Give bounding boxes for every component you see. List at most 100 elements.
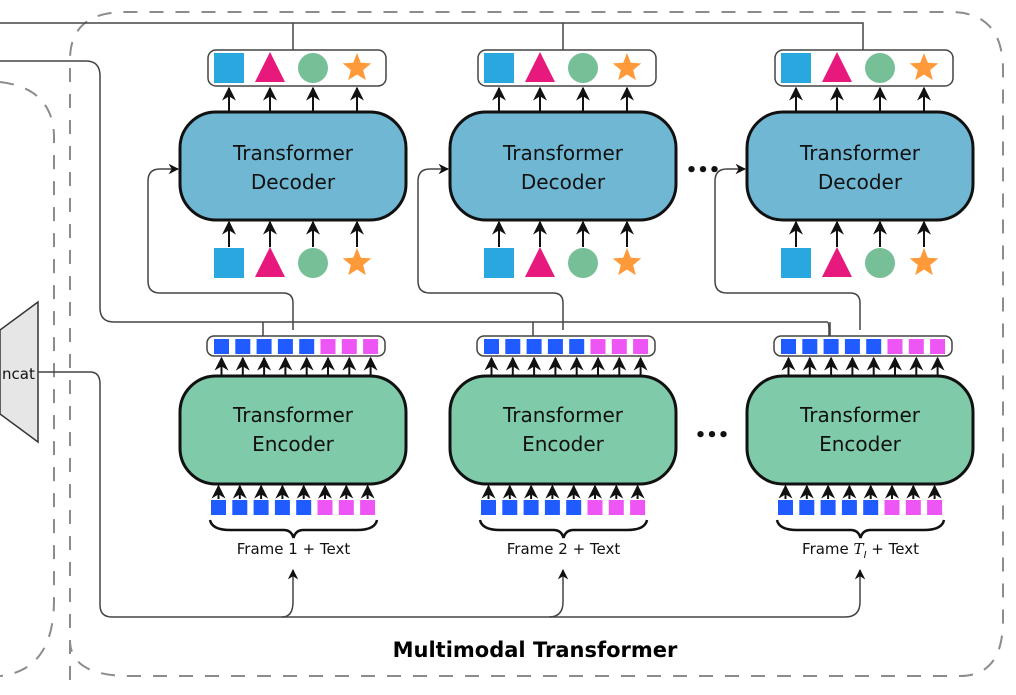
input-visual-token	[232, 500, 248, 515]
query-circle-icon	[865, 53, 895, 83]
query-triangle-icon	[822, 247, 852, 277]
encoder-label-line1: Transformer	[502, 403, 624, 427]
frame-label: Frame 1 + Text	[237, 540, 351, 558]
input-text-token	[884, 500, 900, 515]
frame-brace	[208, 519, 379, 539]
output-bus-line	[0, 22, 864, 50]
encoder-output-tokens-box	[476, 335, 656, 357]
visual-token	[802, 339, 818, 354]
transformer-decoder-box	[448, 110, 678, 222]
column-2: TransformerDecoderTransformerEncoderFram…	[417, 49, 678, 558]
input-visual-token	[253, 500, 269, 515]
text-token	[590, 339, 606, 354]
query-triangle-icon	[822, 52, 852, 82]
encoder-label-line2: Encoder	[522, 432, 605, 456]
column-1: TransformerDecoderTransformerEncoderFram…	[147, 49, 408, 558]
visual-token	[844, 339, 860, 354]
input-text-token	[317, 500, 333, 515]
visual-token	[277, 339, 293, 354]
frame-label: Frame 2 + Text	[507, 540, 621, 558]
input-visual-token	[841, 500, 857, 515]
input-visual-token	[274, 500, 290, 515]
query-square-icon	[214, 248, 244, 278]
frame-brace	[478, 519, 649, 539]
query-star-icon	[612, 53, 642, 81]
text-token	[930, 339, 946, 354]
transformer-decoder-box	[178, 110, 408, 222]
visual-token	[823, 339, 839, 354]
memory-arrow	[147, 163, 294, 330]
visual-token	[484, 339, 499, 354]
encoder-label-line2: Encoder	[819, 432, 902, 456]
encoder-label-line2: Encoder	[252, 432, 335, 456]
visual-token	[256, 339, 272, 354]
text-token	[887, 339, 903, 354]
visual-token	[505, 339, 521, 354]
input-text-token	[587, 500, 603, 515]
input-text-token	[927, 500, 943, 515]
encoder-output-tokens-box	[773, 335, 953, 357]
visual-token	[235, 339, 251, 354]
query-triangle-icon	[255, 52, 285, 82]
input-text-token	[905, 500, 921, 515]
text-token	[611, 339, 627, 354]
query-triangle-icon	[255, 247, 285, 277]
concat-label: ncat	[2, 365, 35, 383]
memory-arrow	[714, 163, 861, 330]
input-visual-token	[296, 500, 312, 515]
query-star-icon	[342, 53, 372, 81]
input-text-token	[608, 500, 624, 515]
transformer-encoder-box	[178, 374, 408, 486]
input-visual-token	[523, 500, 539, 515]
encoder-output-tokens-box	[206, 335, 386, 357]
input-text-token	[360, 500, 376, 515]
visual-token	[569, 339, 585, 354]
encoder-label-line1: Transformer	[799, 403, 921, 427]
input-text-token	[338, 500, 354, 515]
left-module-boundary	[0, 81, 55, 677]
concat-bus-line	[38, 371, 299, 618]
multimodal-transformer-boundary	[69, 11, 1004, 680]
feedback-line	[0, 60, 830, 336]
frame-label: Frame TI + Text	[802, 540, 919, 561]
encoder-label-line1: Transformer	[232, 403, 354, 427]
visual-token	[214, 339, 229, 354]
query-square-icon	[214, 53, 244, 83]
output-queries-box	[477, 49, 657, 87]
query-star-icon	[342, 248, 372, 276]
concat-block: ncat	[0, 300, 39, 444]
text-token	[363, 339, 379, 354]
text-token	[633, 339, 649, 354]
output-queries-box	[207, 49, 387, 87]
query-square-icon	[484, 53, 514, 83]
bus-arrow-2	[282, 568, 569, 618]
query-star-icon	[909, 248, 939, 276]
query-circle-icon	[298, 248, 328, 278]
text-token	[908, 339, 924, 354]
query-circle-icon	[568, 53, 598, 83]
query-square-icon	[781, 248, 811, 278]
encoder-ellipsis: •••	[695, 425, 730, 446]
query-circle-icon	[298, 53, 328, 83]
decoder-label-line1: Transformer	[232, 141, 354, 165]
transformer-encoder-box	[448, 374, 678, 486]
transformer-decoder-box	[745, 110, 975, 222]
query-star-icon	[612, 248, 642, 276]
query-triangle-icon	[525, 247, 555, 277]
input-visual-token	[502, 500, 518, 515]
decoder-ellipsis: •••	[686, 160, 721, 181]
bus-arrow-3	[549, 568, 866, 618]
input-text-token	[630, 500, 646, 515]
query-circle-icon	[568, 248, 598, 278]
frame-brace	[775, 519, 946, 539]
query-star-icon	[909, 53, 939, 81]
multimodal-transformer-title: Multimodal Transformer	[393, 638, 678, 662]
input-visual-token	[544, 500, 560, 515]
output-queries-box	[774, 49, 954, 87]
input-visual-token	[778, 500, 793, 515]
input-visual-token	[566, 500, 582, 515]
query-circle-icon	[865, 248, 895, 278]
visual-token	[547, 339, 563, 354]
input-visual-token	[481, 500, 496, 515]
